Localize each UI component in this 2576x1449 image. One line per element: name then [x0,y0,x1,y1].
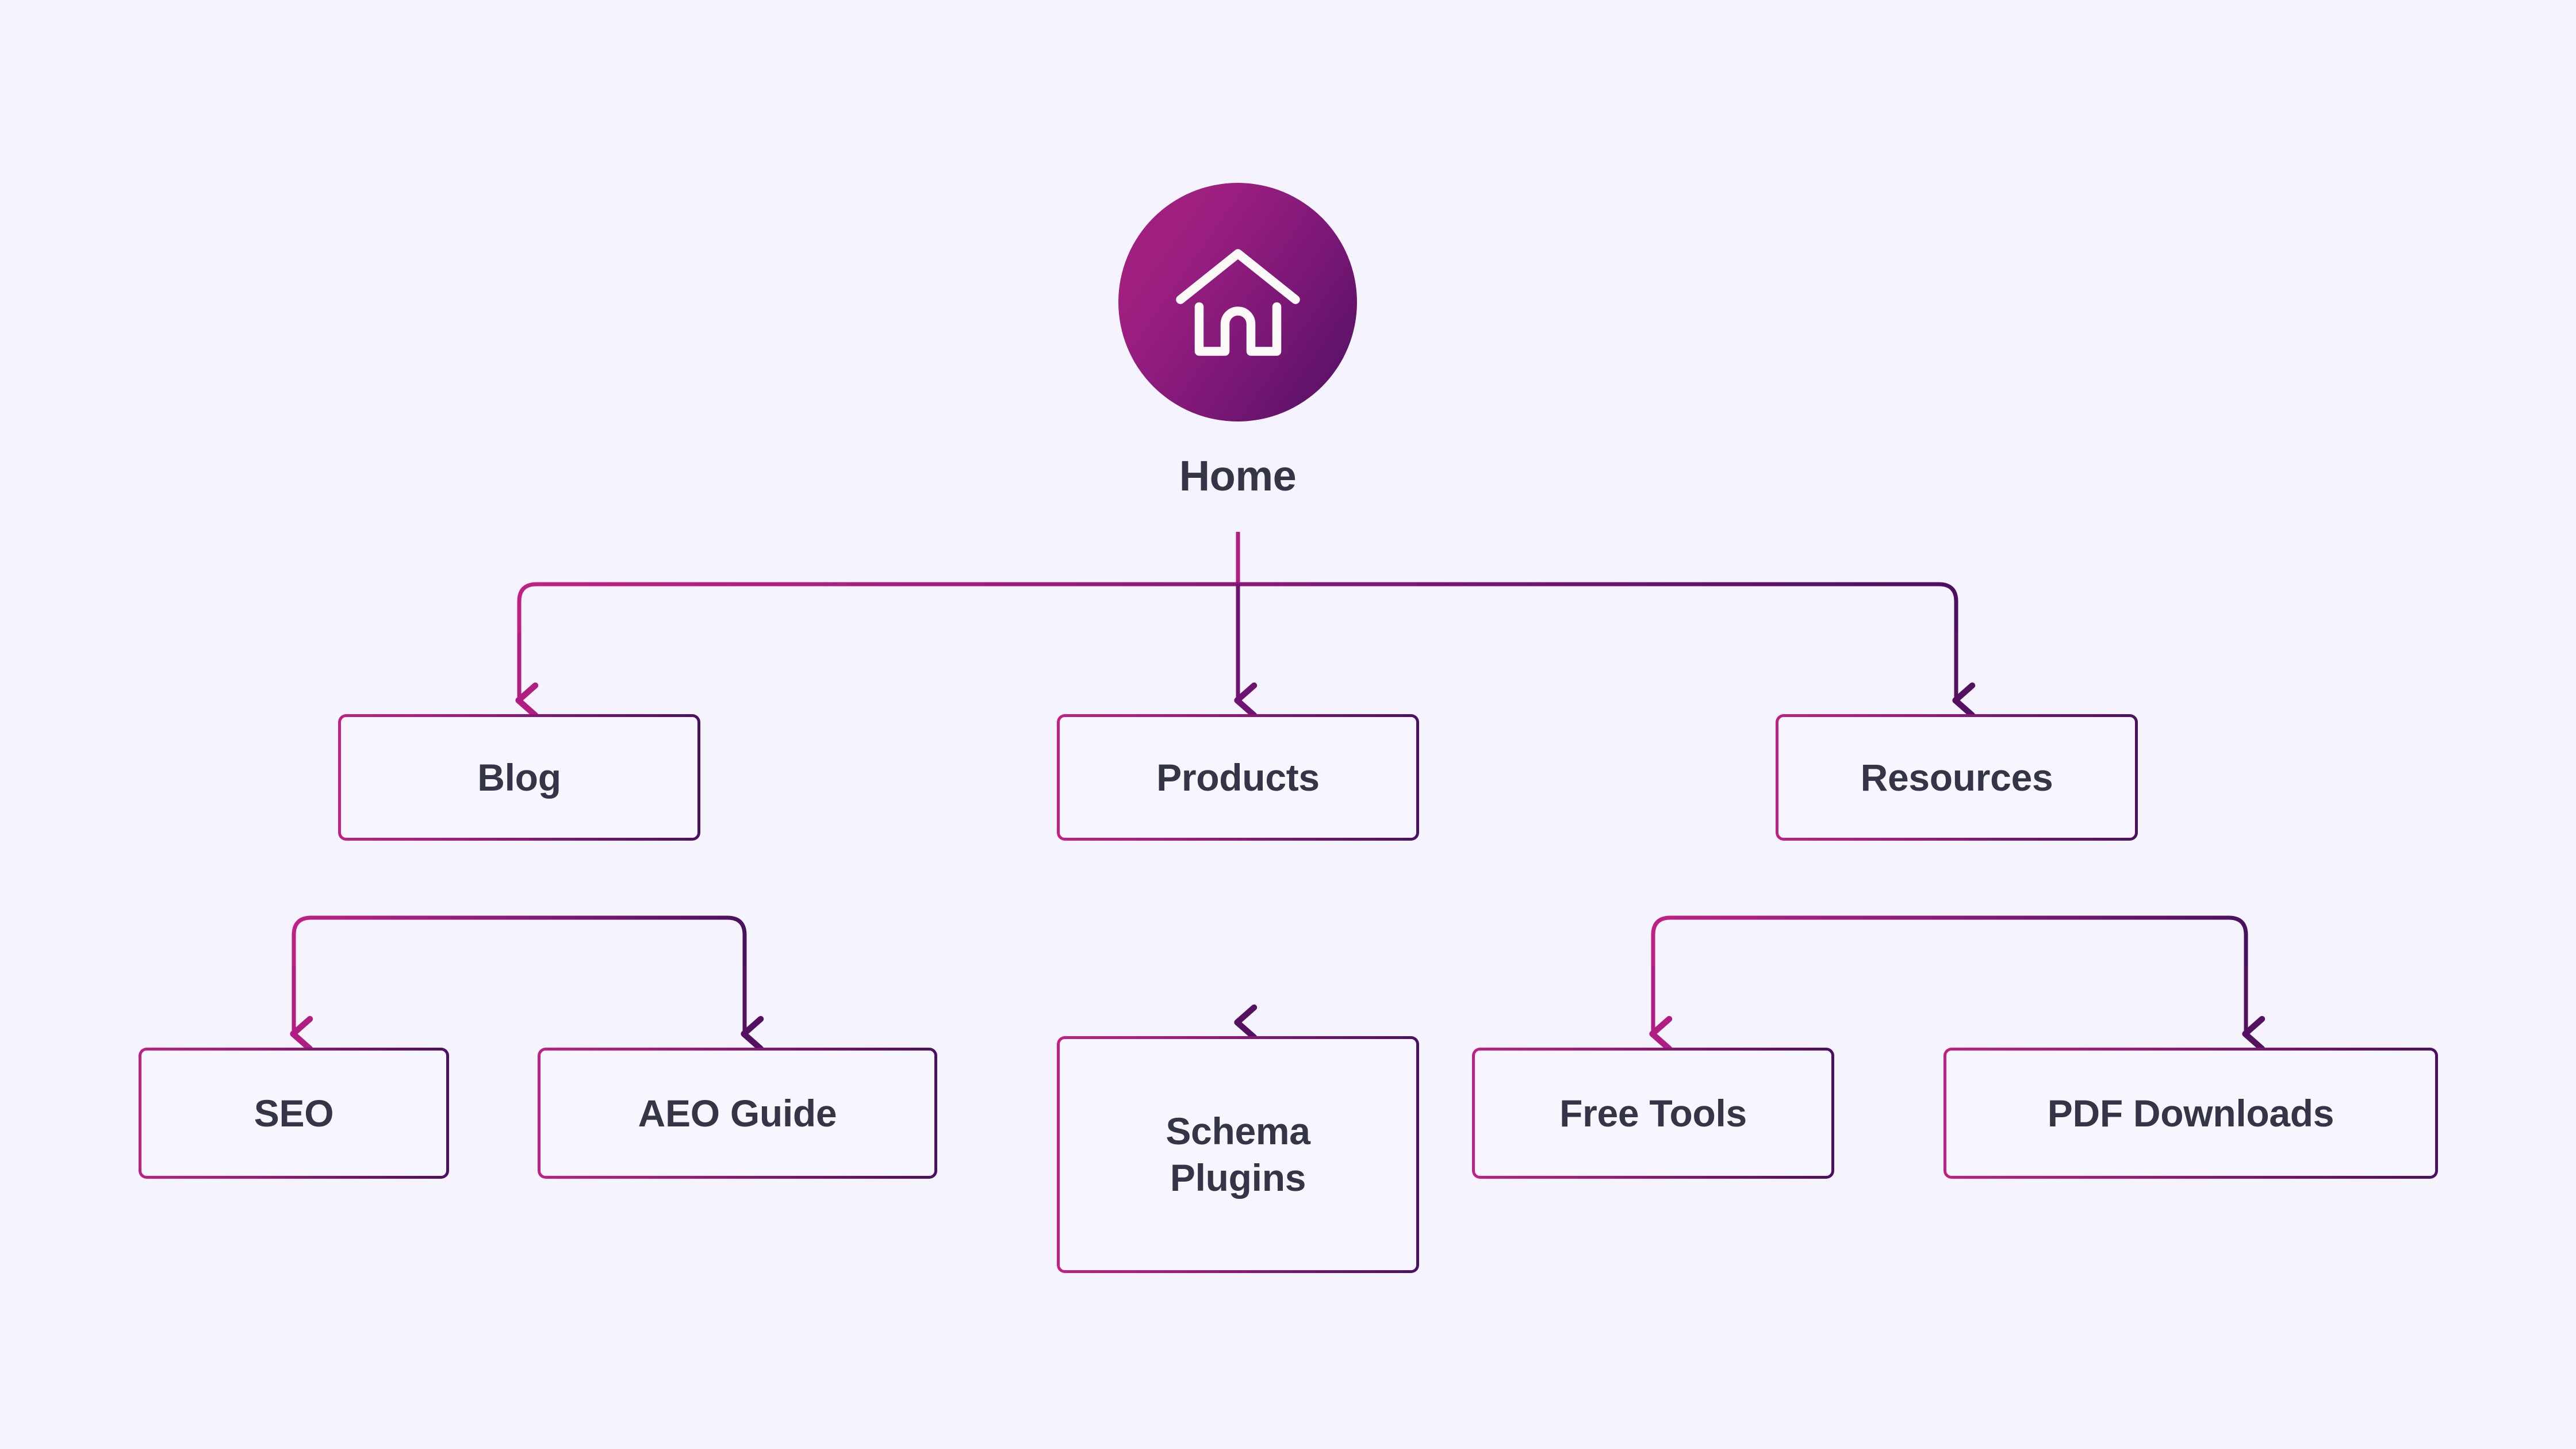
node-pdf-downloads[interactable]: PDF Downloads [1943,1048,2438,1179]
node-products[interactable]: Products [1057,714,1419,841]
node-pdf-downloads-label: PDF Downloads [2047,1091,2334,1134]
node-seo-label: SEO [254,1091,334,1134]
node-schema-plugins-label: Schema Plugins [1166,1110,1310,1199]
node-blog-label: Blog [477,756,561,799]
node-aeo-guide-label: AEO Guide [638,1091,837,1134]
node-free-tools[interactable]: Free Tools [1472,1048,1834,1179]
node-aeo-guide[interactable]: AEO Guide [538,1048,937,1179]
node-home[interactable]: Home [1118,183,1357,497]
node-free-tools-label: Free Tools [1559,1091,1747,1134]
home-icon [1118,183,1357,421]
node-schema-plugins[interactable]: Schema Plugins [1057,1036,1419,1273]
node-seo[interactable]: SEO [139,1048,449,1179]
node-blog[interactable]: Blog [338,714,700,841]
node-home-label: Home [1179,452,1297,500]
node-products-label: Products [1156,756,1320,799]
node-resources[interactable]: Resources [1776,714,2138,841]
node-resources-label: Resources [1860,756,2053,799]
